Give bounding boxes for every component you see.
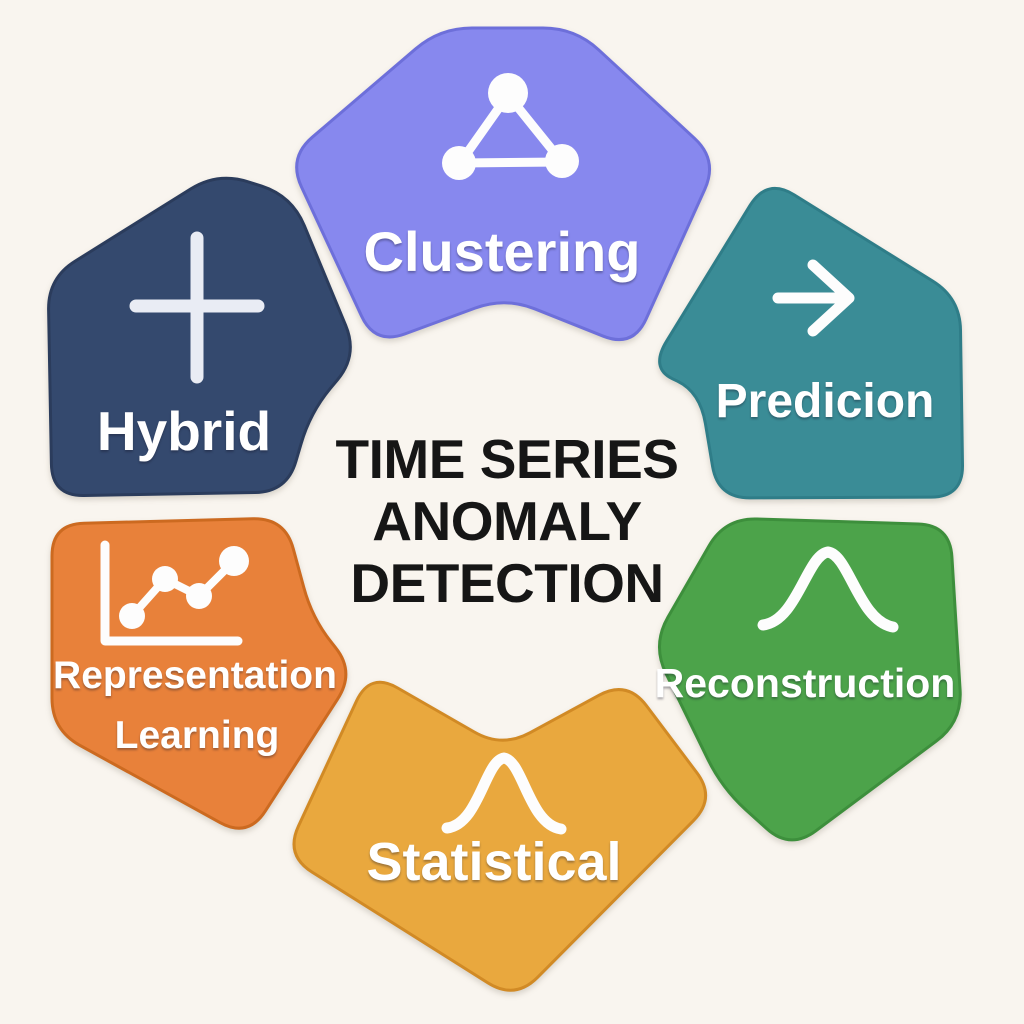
arrow-right-icon <box>772 259 855 337</box>
segment-clustering: Clustering <box>295 26 712 342</box>
segment-statistical-shape <box>292 680 708 992</box>
plus-icon <box>129 231 265 384</box>
bell-curve-icon <box>757 546 899 633</box>
segment-representation-learning: Representation Learning <box>50 517 348 830</box>
segment-representation-learning-shape <box>50 517 348 830</box>
segment-reconstruction-shape <box>658 517 962 842</box>
cluster-network-icon <box>442 73 579 180</box>
segment-prediction-shape <box>658 186 965 500</box>
segment-representation-learning-label-line1: Representation <box>53 654 337 697</box>
page-title: TIME SERIES ANOMALY DETECTION <box>336 428 679 614</box>
segment-prediction-label: Predicion <box>716 375 935 428</box>
segment-clustering-label: Clustering <box>364 220 641 283</box>
segment-statistical-label: Statistical <box>366 832 621 892</box>
segment-reconstruction-label: Reconstruction <box>655 660 956 706</box>
bell-curve-icon <box>441 752 567 835</box>
segment-reconstruction: Reconstruction <box>655 517 962 842</box>
segment-clustering-shape <box>295 26 712 342</box>
title-line-1: TIME SERIES <box>336 428 679 490</box>
title-line-2: ANOMALY <box>372 490 642 552</box>
line-chart-icon <box>100 540 249 646</box>
segment-hybrid: Hybrid <box>47 176 352 498</box>
segment-representation-learning-label-line2: Learning <box>115 714 280 757</box>
segment-hybrid-label: Hybrid <box>97 400 271 462</box>
title-line-3: DETECTION <box>350 552 663 614</box>
segment-prediction: Predicion <box>658 186 965 500</box>
segment-statistical: Statistical <box>292 680 708 992</box>
